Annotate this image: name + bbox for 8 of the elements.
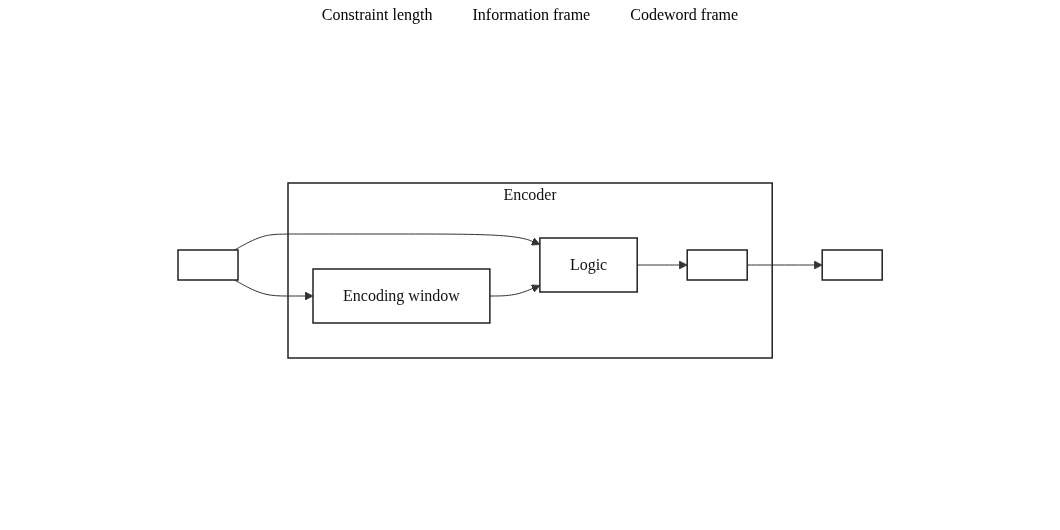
node-box — [177, 248, 239, 281]
diagram-label: Constraint length — [321, 6, 433, 24]
node-box: Logic — [539, 236, 638, 293]
node-box — [821, 248, 883, 281]
diagram-label: Codeword frame — [630, 6, 739, 24]
diagram-label: Information frame — [472, 6, 591, 24]
node-box — [686, 248, 748, 281]
node-box: Encoding window — [312, 267, 491, 324]
